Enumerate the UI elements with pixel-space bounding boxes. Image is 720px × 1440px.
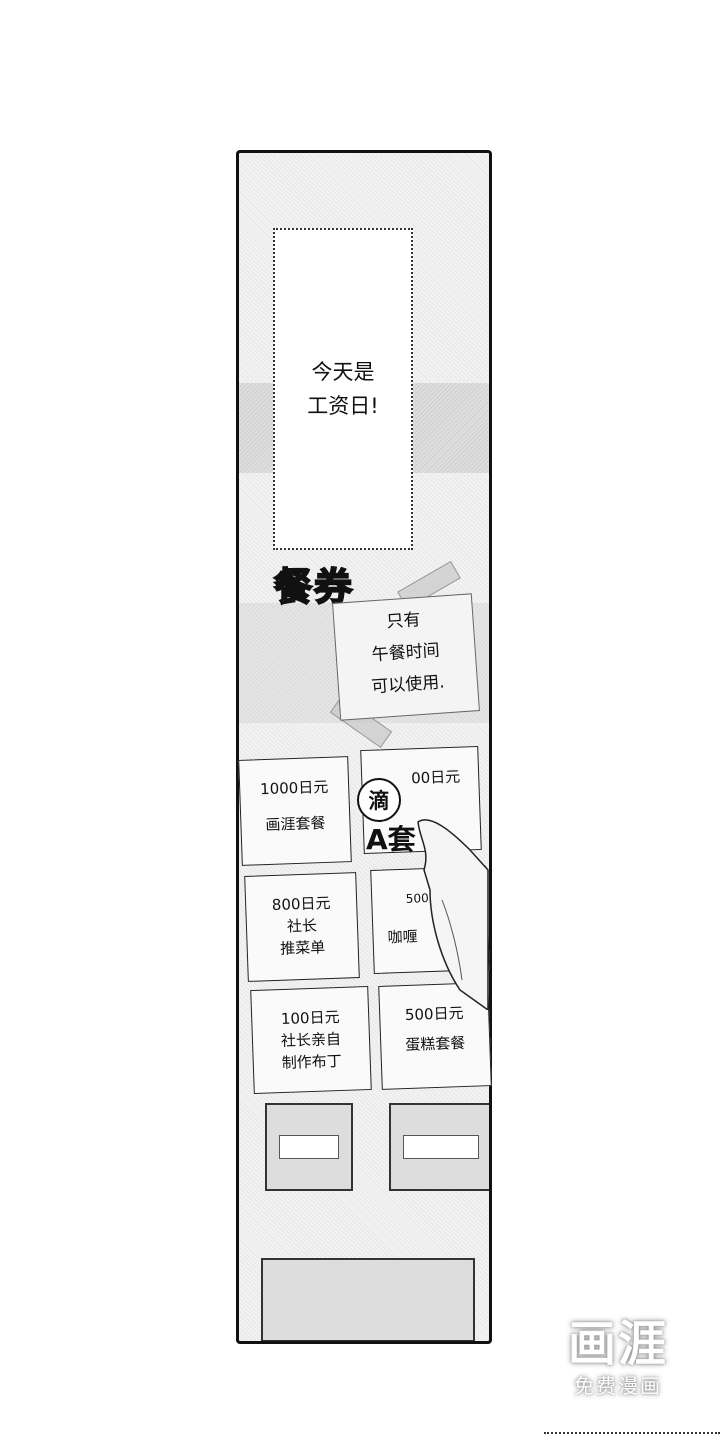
ticket-button[interactable]: 1000日元 画涯套餐 <box>238 756 352 866</box>
hand-drawing <box>417 819 489 1010</box>
ticket-button[interactable]: 100日元 社长亲自 制作布丁 <box>250 985 372 1095</box>
button-name: 推菜单 <box>279 938 326 958</box>
coin-tray <box>261 1258 475 1341</box>
logo-text: 画涯 <box>568 1316 669 1372</box>
ticket-slot-right <box>389 1103 489 1191</box>
notice-paper: 只有 午餐时间 可以使用. <box>332 593 480 721</box>
button-name: 蛋糕套餐 <box>404 1033 466 1055</box>
a-set-sfx: A套 <box>366 823 416 856</box>
button-name: 制作布丁 <box>281 1051 343 1073</box>
caption-line: 工资日! <box>307 394 379 418</box>
caption-line: 今天是 <box>311 360 375 384</box>
drip-sfx-bubble: 滴 <box>357 778 401 822</box>
ticket-button[interactable]: 800日元 社长 推菜单 <box>244 872 360 982</box>
watermark-logo: 画涯 免费漫画 <box>568 1318 668 1399</box>
caption-box: 今天是 工资日! <box>273 228 413 550</box>
button-price: 1000日元 <box>259 777 329 799</box>
button-name: 画涯套餐 <box>265 813 326 835</box>
ticket-slot-left <box>265 1103 353 1191</box>
logo-tagline: 免费漫画 <box>574 1374 662 1398</box>
next-panel-edge <box>544 1432 720 1434</box>
